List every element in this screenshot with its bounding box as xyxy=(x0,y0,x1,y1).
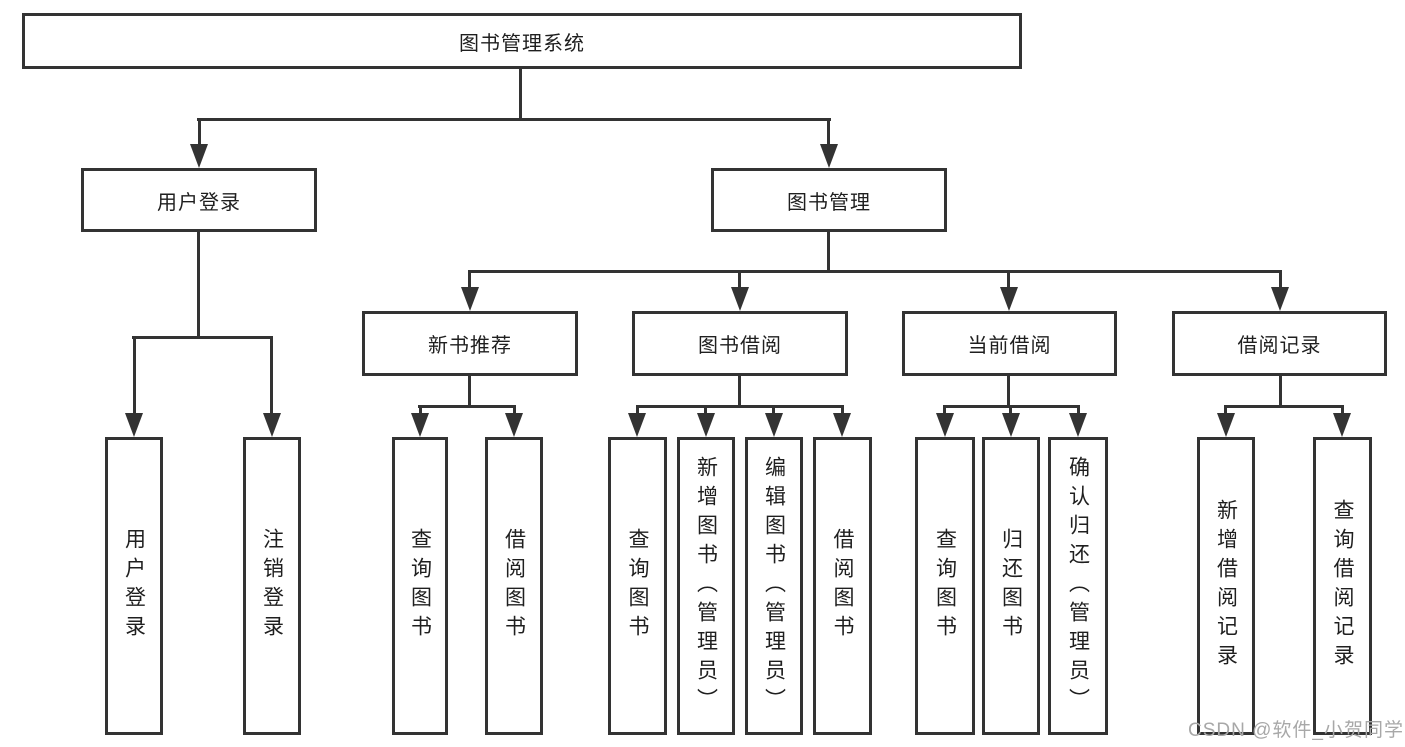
connector-book-management-trunk xyxy=(827,232,830,273)
connector-stub-br-add xyxy=(1224,405,1227,417)
connector-stub-book-management xyxy=(827,118,830,148)
leaf-bb-query-book: 查询图书 xyxy=(608,437,667,735)
connector-new-book-bar xyxy=(418,405,516,408)
arrow-to-nb-query xyxy=(411,413,429,437)
leaf-cb-query-book: 查询图书 xyxy=(915,437,975,735)
connector-user-login-trunk xyxy=(197,232,200,339)
connector-stub-nb-query xyxy=(419,405,422,417)
leaf-nb-borrow-book: 借阅图书 xyxy=(485,437,543,735)
arrow-to-bb-query xyxy=(628,413,646,437)
arrow-to-book-management xyxy=(820,144,838,168)
connector-current-borrow-trunk xyxy=(1007,376,1010,407)
node-borrow-record: 借阅记录 xyxy=(1172,311,1387,376)
arrow-to-cb-query xyxy=(936,413,954,437)
node-current-borrow: 当前借阅 xyxy=(902,311,1117,376)
connector-stub-cb-confirm xyxy=(1077,405,1080,417)
leaf-nb-query-book: 查询图书 xyxy=(392,437,448,735)
leaf-bb-add-book-admin: 新增图书（管理员） xyxy=(677,437,735,735)
connector-user-login-bar xyxy=(132,336,273,339)
arrow-to-nb-borrow xyxy=(505,413,523,437)
connector-stub-cb-query xyxy=(943,405,946,417)
node-book-management: 图书管理 xyxy=(711,168,947,232)
node-new-book-recommend: 新书推荐 xyxy=(362,311,578,376)
connector-new-book-trunk xyxy=(468,376,471,407)
arrow-to-user-login xyxy=(190,144,208,168)
leaf-bb-edit-book-admin: 编辑图书（管理员） xyxy=(745,437,803,735)
connector-stub-new-book xyxy=(468,270,471,292)
connector-stub-leaf-logout xyxy=(270,336,273,416)
connector-stub-br-query xyxy=(1341,405,1344,417)
connector-borrow-record-trunk xyxy=(1279,376,1282,407)
connector-stub-bb-edit xyxy=(772,405,775,417)
arrow-to-current-borrow xyxy=(1000,287,1018,311)
connector-stub-cb-return xyxy=(1009,405,1012,417)
arrow-to-bb-edit xyxy=(765,413,783,437)
arrow-to-cb-return xyxy=(1002,413,1020,437)
connector-stub-borrow-record xyxy=(1279,270,1282,292)
connector-book-borrow-trunk xyxy=(738,376,741,407)
leaf-cb-confirm-return-admin: 确认归还（管理员） xyxy=(1048,437,1108,735)
node-book-borrow: 图书借阅 xyxy=(632,311,848,376)
node-library-management-system: 图书管理系统 xyxy=(22,13,1022,69)
arrow-to-leaf-user-login xyxy=(125,413,143,437)
connector-stub-nb-borrow xyxy=(513,405,516,417)
leaf-bb-borrow-book: 借阅图书 xyxy=(813,437,872,735)
connector-stub-bb-query xyxy=(636,405,639,417)
arrow-to-book-borrow xyxy=(731,287,749,311)
arrow-to-bb-borrow xyxy=(833,413,851,437)
arrow-to-cb-confirm xyxy=(1069,413,1087,437)
leaf-logout: 注销登录 xyxy=(243,437,301,735)
leaf-br-add-record: 新增借阅记录 xyxy=(1197,437,1255,735)
watermark: CSDN @软件_小贺同学 xyxy=(1188,720,1404,741)
connector-stub-bb-borrow xyxy=(841,405,844,417)
arrow-to-br-add xyxy=(1217,413,1235,437)
leaf-cb-return-book: 归还图书 xyxy=(982,437,1040,735)
node-user-login: 用户登录 xyxy=(81,168,317,232)
connector-stub-leaf-user-login xyxy=(133,336,136,416)
leaf-user-login: 用户登录 xyxy=(105,437,163,735)
connector-level3-bar xyxy=(468,270,1282,273)
connector-stub-book-borrow xyxy=(738,270,741,292)
arrow-to-leaf-logout xyxy=(263,413,281,437)
connector-stub-bb-add xyxy=(704,405,707,417)
connector-root-trunk xyxy=(519,69,522,121)
arrow-to-bb-add xyxy=(697,413,715,437)
connector-level2-bar xyxy=(197,118,831,121)
connector-book-borrow-bar xyxy=(636,405,844,408)
arrow-to-br-query xyxy=(1333,413,1351,437)
arrow-to-new-book xyxy=(461,287,479,311)
connector-borrow-record-bar xyxy=(1224,405,1344,408)
arrow-to-borrow-record xyxy=(1271,287,1289,311)
connector-stub-current-borrow xyxy=(1007,270,1010,292)
connector-stub-user-login xyxy=(198,118,201,148)
leaf-br-query-record: 查询借阅记录 xyxy=(1313,437,1372,735)
